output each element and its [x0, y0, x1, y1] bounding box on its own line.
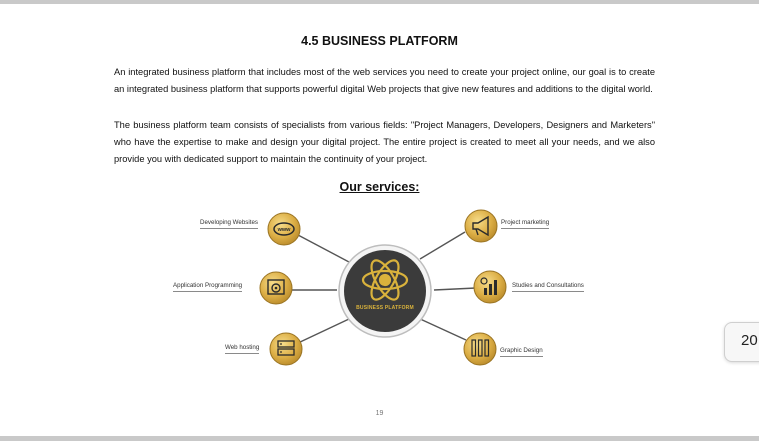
service-label-web-hosting: Web hosting	[225, 344, 260, 354]
page-number: 19	[375, 410, 384, 417]
service-label-application-programming: Application Programming	[173, 282, 243, 292]
bottom-border	[0, 436, 759, 441]
connector-lines	[291, 231, 477, 344]
center-hub	[338, 244, 432, 338]
web-icon-node: www	[267, 212, 301, 246]
atom-logo-icon	[361, 259, 409, 301]
center-hub-label: BUSINESS PLATFORM	[356, 305, 414, 311]
services-heading: Our services:	[339, 180, 420, 194]
service-label-studies-consultations: Studies and Consultations	[512, 282, 584, 292]
top-border	[0, 0, 759, 4]
section-heading: 4.5 BUSINESS PLATFORM	[301, 34, 458, 48]
intro-paragraph: An integrated business platform that inc…	[114, 67, 655, 94]
chart-icon-node	[473, 270, 507, 304]
team-paragraph: The business platform team consists of s…	[114, 120, 655, 164]
design-tools-icon-node	[463, 332, 497, 366]
svg-text:www: www	[277, 227, 292, 233]
service-label-developing-websites: Developing Websites	[200, 219, 259, 229]
document-page	[0, 4, 759, 436]
next-page-number: 20	[741, 332, 758, 349]
service-label-graphic-design: Graphic Design	[500, 347, 543, 357]
server-icon-node	[269, 332, 303, 366]
next-page-tab[interactable]: 20	[724, 322, 759, 362]
megaphone-icon-node	[464, 209, 498, 243]
service-label-project-marketing: Project marketing	[501, 219, 550, 229]
code-icon-node	[259, 271, 293, 305]
